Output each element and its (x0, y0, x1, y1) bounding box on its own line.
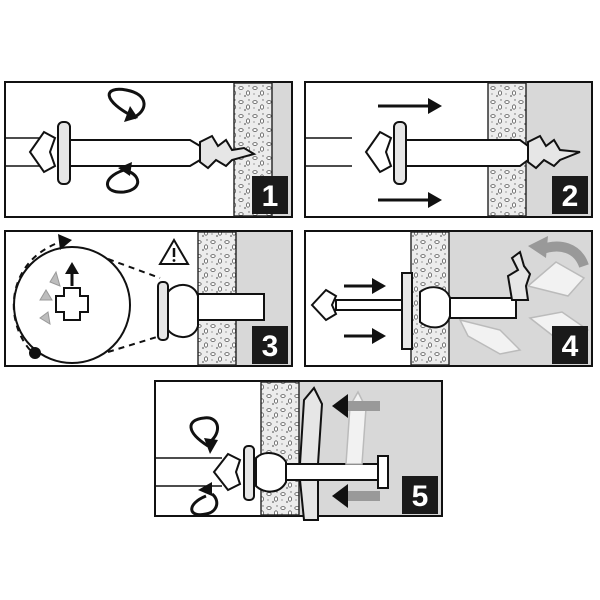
step-2-panel: 2 (304, 81, 593, 218)
step-number: 2 (562, 180, 579, 213)
step-3-panel: 3 (4, 230, 293, 367)
step-4-panel: 4 (304, 230, 593, 367)
bolt-end (377, 455, 389, 489)
bolt-shaft (285, 463, 379, 481)
anchor-thread-tip (527, 134, 581, 170)
rotation-path (12, 241, 61, 351)
step-5-panel: 5 (154, 380, 443, 521)
ghost-part (458, 318, 522, 355)
step-number: 1 (262, 180, 279, 213)
step-number: 4 (562, 330, 579, 363)
anchor-collar (167, 284, 199, 338)
rotate-arrow-icon (189, 416, 220, 448)
screw-head (310, 288, 338, 322)
anchor-collar (419, 286, 451, 329)
screw-head (28, 130, 57, 174)
cross-recess-icon (55, 287, 89, 321)
anchor-wing (298, 386, 324, 465)
curved-arrow-icon (528, 236, 548, 258)
anchor-body (449, 297, 517, 319)
start-dot (29, 347, 41, 359)
step-number: 3 (262, 330, 279, 363)
anchor-flange (393, 121, 407, 185)
step-number-badge (402, 476, 438, 514)
rotate-arrow-icon (107, 87, 146, 120)
anchor-flange (157, 281, 169, 341)
step-number: 5 (412, 480, 429, 513)
step-number-badge (552, 326, 588, 364)
anchor-thread-tip (506, 250, 532, 301)
anchor-flange (57, 121, 71, 185)
anchor-body (197, 293, 265, 321)
screw-head (364, 130, 393, 174)
bolt-shaft (335, 299, 409, 311)
anchor-wing (298, 479, 319, 521)
anchor-body (405, 139, 529, 167)
step-number-badge (552, 176, 588, 214)
washer-plate (401, 272, 413, 350)
wall-section (260, 381, 300, 516)
step-number-badge (252, 326, 288, 364)
anchor-collar (255, 452, 287, 493)
up-arrow-icon (65, 262, 79, 274)
step-number-badge (252, 176, 288, 214)
anchor-body (69, 139, 201, 167)
step-1-panel: 1 (4, 81, 293, 218)
screw-head (212, 452, 242, 492)
anchor-flange (243, 445, 255, 501)
anchor-thread-tip (199, 134, 257, 170)
